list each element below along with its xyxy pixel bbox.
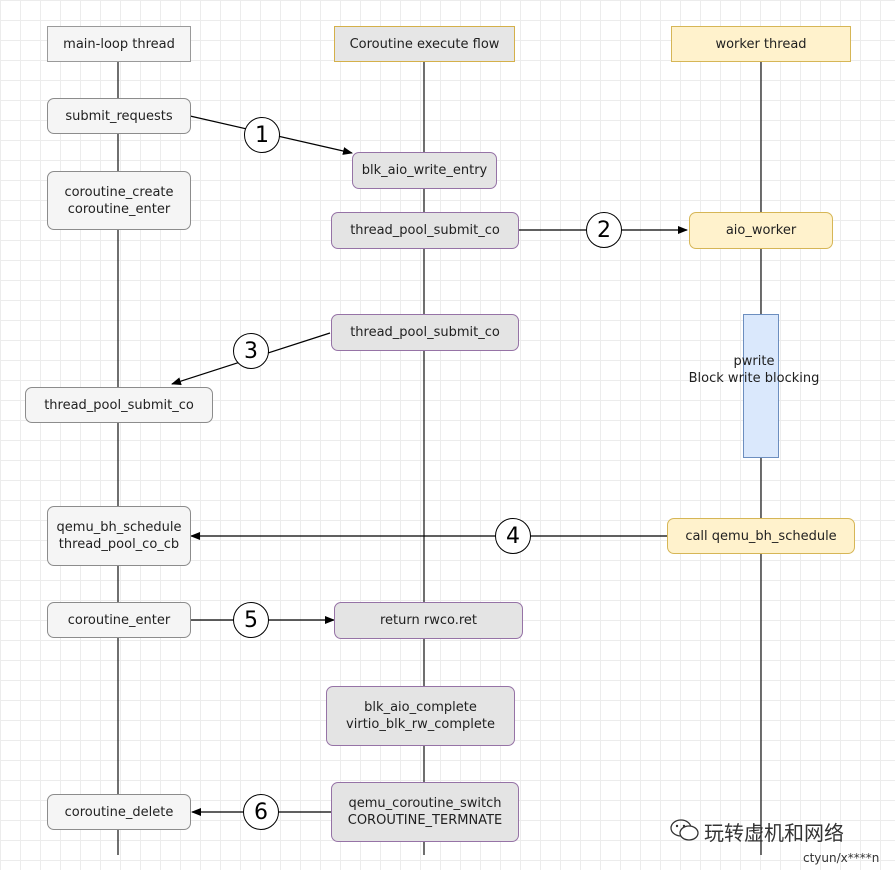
node-qemu-coroutine-switch: qemu_coroutine_switch COROUTINE_TERMNATE bbox=[331, 782, 519, 842]
node-blk-aio-complete: blk_aio_complete virtio_blk_rw_complete bbox=[326, 686, 515, 746]
step-marker-4: 4 bbox=[495, 518, 531, 554]
node-thread-pool-submit-co-main: thread_pool_submit_co bbox=[25, 387, 213, 423]
step-marker-1: 1 bbox=[244, 117, 280, 153]
lane-header-worker-thread: worker thread bbox=[671, 26, 851, 62]
node-coroutine-delete: coroutine_delete bbox=[47, 794, 191, 830]
node-submit-requests: submit_requests bbox=[47, 98, 191, 134]
step-marker-3: 3 bbox=[233, 333, 269, 369]
lane-header-coroutine-flow: Coroutine execute flow bbox=[334, 26, 515, 62]
wechat-icon bbox=[670, 819, 699, 841]
step-marker-2: 2 bbox=[586, 212, 622, 248]
node-call-qemu-bh-schedule: call qemu_bh_schedule bbox=[667, 518, 855, 554]
node-thread-pool-submit-co-2: thread_pool_submit_co bbox=[331, 314, 519, 351]
node-coroutine-create: coroutine_create coroutine_enter bbox=[47, 171, 191, 230]
node-thread-pool-submit-co-1: thread_pool_submit_co bbox=[331, 212, 519, 249]
node-aio-worker: aio_worker bbox=[689, 212, 833, 249]
watermark-sub: ctyun/x****n bbox=[803, 851, 880, 865]
pwrite-label: pwrite Block write blocking bbox=[688, 354, 820, 386]
node-return-rwco-ret: return rwco.ret bbox=[334, 602, 523, 639]
lane-header-main-loop: main-loop thread bbox=[47, 26, 191, 62]
step-marker-5: 5 bbox=[233, 602, 269, 638]
node-pwrite-block bbox=[743, 314, 779, 458]
node-qemu-bh-schedule: qemu_bh_schedule thread_pool_co_cb bbox=[47, 506, 191, 566]
watermark-text: 玩转虚机和网络 bbox=[704, 821, 844, 845]
node-blk-aio-write-entry: blk_aio_write_entry bbox=[352, 152, 497, 189]
node-coroutine-enter: coroutine_enter bbox=[47, 602, 191, 638]
step-marker-6: 6 bbox=[243, 794, 279, 830]
